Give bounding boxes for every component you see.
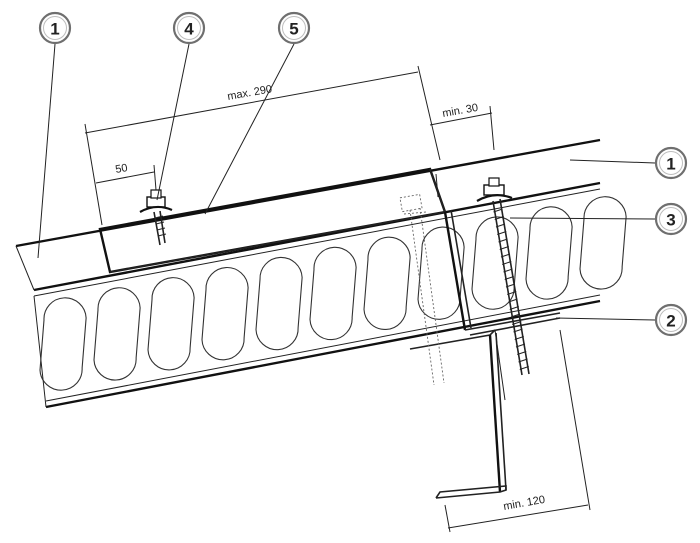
insulation-loop [255, 256, 303, 351]
callout-5: 5 [277, 11, 311, 45]
dimension-lines: max. 290 50 min. 30 min. 120 [84, 65, 591, 533]
callout-label: 5 [289, 20, 298, 39]
insulation-loop [579, 196, 627, 290]
insulation-loop [417, 226, 465, 320]
stitching-screw [139, 189, 173, 246]
steel-purlin [409, 312, 561, 499]
callout-label: 2 [666, 312, 675, 331]
callout-label: 1 [50, 20, 59, 39]
hidden-fastener [399, 193, 445, 386]
callout-label: 4 [184, 20, 194, 39]
callout-label: 3 [666, 211, 675, 230]
callout-4: 4 [172, 11, 206, 45]
sealing-tape [179, 172, 439, 216]
callout-3: 3 [654, 202, 688, 236]
purlin-screw [476, 177, 530, 376]
dim-50: 50 [114, 162, 128, 176]
lower-sheet [33, 294, 601, 409]
callout-label: 1 [666, 155, 675, 174]
insulation-core [39, 196, 627, 391]
leader-lines [37, 43, 656, 321]
insulation-loop [93, 287, 141, 381]
insulation-loop [471, 216, 519, 310]
callout-1-right: 1 [654, 146, 688, 180]
panel-joint [429, 168, 472, 331]
dim-min-120: min. 120 [502, 494, 546, 513]
insulation-loop [201, 266, 249, 361]
insulation-loop [525, 206, 573, 300]
insulation-loop [39, 297, 87, 391]
callout-1-left: 1 [38, 11, 72, 45]
insulation-loop [147, 277, 195, 371]
callout-2: 2 [654, 303, 688, 337]
insulation-loop [309, 246, 357, 341]
overlap-profile [98, 167, 447, 274]
insulation-loop [363, 236, 411, 330]
dim-min-30: min. 30 [441, 102, 479, 120]
